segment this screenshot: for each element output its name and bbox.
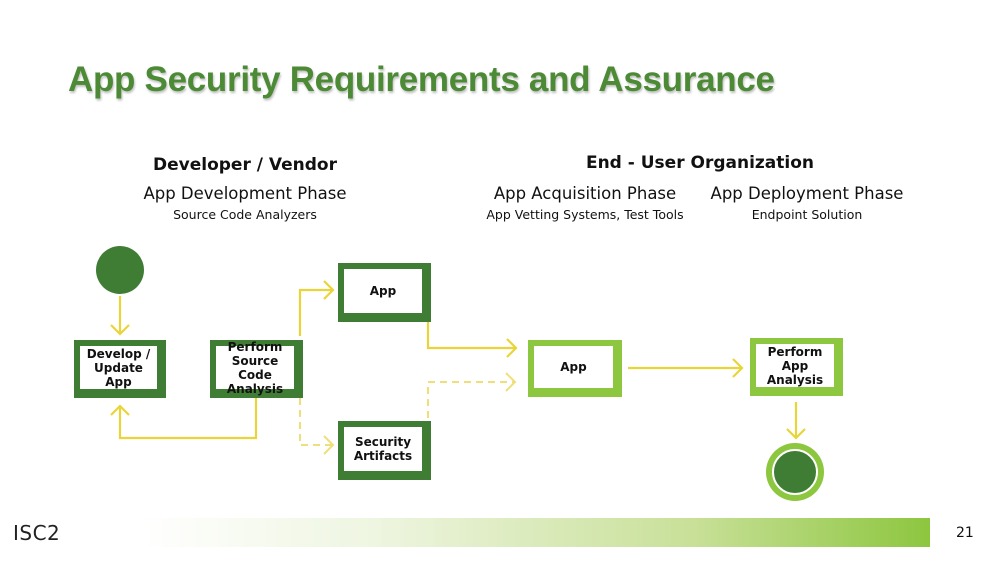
app-dev-box: App [338,263,431,322]
developer-heading: Developer / Vendor [153,155,337,175]
arrow-artifacts-to-vetting [427,381,514,418]
source-analysis-line-2: Source Code [231,353,279,382]
develop-update-app-box: Develop / Update App [74,340,166,398]
app-analysis-line-1: Perform [767,344,823,359]
security-artifacts-box: Security Artifacts [338,421,431,480]
source-analysis-line-3: Analysis [226,381,284,396]
app-vetting-label: App [560,360,587,374]
source-code-analysis-box: Perform Source Code Analysis [210,340,303,398]
start-event [96,246,144,294]
app-analysis-line-2: App [781,358,809,373]
end-user-heading: End - User Organization [585,153,815,173]
deployment-phase-label: App Deployment Phase [710,184,904,203]
arrowhead [323,280,335,300]
arrowhead [732,358,744,378]
development-tool-label: Source Code Analyzers [173,207,317,222]
develop-line-1: Develop / [86,346,151,361]
footer-gradient-bar [140,518,930,547]
arrowhead [786,428,806,440]
deployment-tool-label: Endpoint Solution [751,207,863,222]
app-dev-label: App [369,284,397,298]
arrowhead [505,372,517,392]
end-event [772,449,818,495]
arrow-analysis-to-develop [118,398,258,440]
artifacts-line-1: Security [354,435,412,449]
acquisition-tool-label: App Vetting Systems, Test Tools [486,207,684,222]
arrowhead [110,404,130,416]
arrow-analysis-to-app [298,288,333,336]
arrow-app-to-vetting [426,322,516,350]
page-number: 21 [956,525,974,541]
source-analysis-line-1: Perform [227,339,283,354]
acquisition-phase-label: App Acquisition Phase [493,184,677,203]
arrowhead [323,435,335,455]
arrowhead [110,324,130,336]
arrow-analysis-to-artifacts [299,398,333,446]
slide-title: App Security Requirements and Assurance [68,60,775,99]
app-vetting-box: App [528,340,622,397]
develop-line-2: Update App [94,360,143,389]
isc2-logo: ISC2 [13,521,61,545]
development-phase-label: App Development Phase [143,184,347,203]
app-analysis-line-3: Analysis [766,372,824,387]
artifacts-line-2: Artifacts [353,449,413,463]
arrowhead [506,338,518,358]
app-analysis-box: Perform App Analysis [750,338,843,396]
